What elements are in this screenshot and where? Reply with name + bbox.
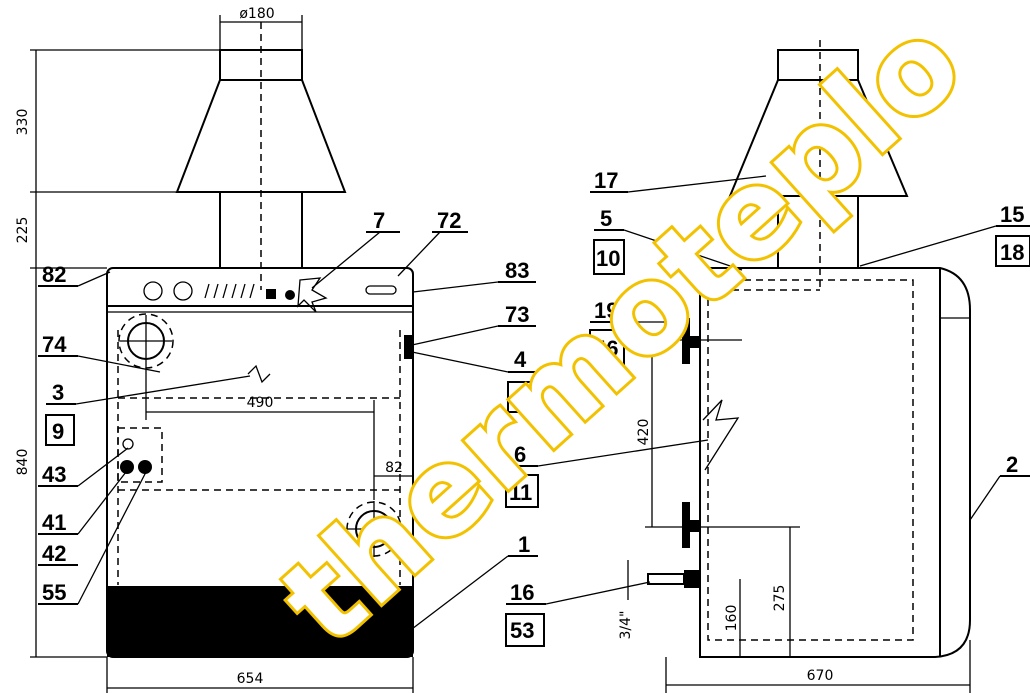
leader-15 xyxy=(859,225,997,267)
dim-height-body: 840 xyxy=(15,449,31,476)
side-view: 420 275 160 3/4" 670 17 5 10 15 18 19 46… xyxy=(505,40,1030,693)
side-inner xyxy=(707,279,914,641)
dim-flue-diameter: ø180 xyxy=(239,6,274,22)
label-46-box xyxy=(589,329,625,365)
label-42: 42 xyxy=(42,541,66,566)
leader-74 xyxy=(77,355,161,373)
dim-height-mid: 225 xyxy=(15,217,31,244)
leader-83 xyxy=(412,281,499,293)
label-9-left-box xyxy=(45,414,75,446)
label-5: 5 xyxy=(600,206,612,231)
label-3: 3 xyxy=(52,380,64,405)
connector-42 xyxy=(138,460,152,474)
leader-4 xyxy=(411,351,509,373)
label-9-right: 9 xyxy=(514,386,526,411)
label-41: 41 xyxy=(42,510,66,535)
label-7: 7 xyxy=(373,208,385,233)
label-18-box xyxy=(995,235,1030,267)
dim-offset: 82 xyxy=(385,460,403,476)
label-9-left: 9 xyxy=(52,419,64,444)
label-10: 10 xyxy=(596,246,620,271)
gas-pipe-nut xyxy=(684,570,700,588)
leader-55 xyxy=(77,471,147,605)
break-mark xyxy=(247,364,271,384)
label-53: 53 xyxy=(510,618,534,643)
side-flange-stub xyxy=(690,520,700,532)
label-53-box xyxy=(505,613,545,647)
label-1: 1 xyxy=(518,532,530,557)
label-6: 6 xyxy=(514,442,526,467)
leader-41 xyxy=(77,471,127,535)
label-11-box xyxy=(505,474,539,508)
label-83: 83 xyxy=(505,258,529,283)
side-fitting-73 xyxy=(404,335,412,359)
boiler-base xyxy=(107,586,413,657)
label-73: 73 xyxy=(505,302,529,327)
side-flange-stub xyxy=(690,336,700,348)
side-break-mark xyxy=(702,399,740,471)
leader-43 xyxy=(77,447,129,487)
side-flue-cone xyxy=(728,79,909,197)
connector-41 xyxy=(120,460,134,474)
label-74: 74 xyxy=(42,332,67,357)
front-view: 330 225 840 ø180 490 82 654 7 72 83 73 4 xyxy=(15,6,538,693)
label-82: 82 xyxy=(42,262,66,287)
label-17: 17 xyxy=(594,168,618,193)
leader-2 xyxy=(969,475,1001,521)
dim-height-275: 275 xyxy=(772,585,788,612)
gas-pipe xyxy=(647,573,685,585)
label-43: 43 xyxy=(42,462,66,487)
thermometer-dial xyxy=(143,281,163,301)
leader-16 xyxy=(545,581,651,605)
label-2: 2 xyxy=(1006,452,1018,477)
reset-button xyxy=(285,290,295,300)
dim-spacing: 490 xyxy=(247,395,274,411)
main-switch xyxy=(266,289,276,299)
leader-3 xyxy=(75,375,251,405)
connector-43 xyxy=(122,438,134,450)
leader-7 xyxy=(311,231,381,289)
dim-depth-670: 670 xyxy=(807,668,834,684)
side-flange-bottom xyxy=(682,502,690,548)
display-window xyxy=(365,285,397,295)
label-55: 55 xyxy=(42,580,66,605)
indicator-lamps xyxy=(204,283,255,299)
dim-width-654: 654 xyxy=(237,671,264,687)
label-10-box xyxy=(593,239,625,275)
leader-73 xyxy=(411,325,499,346)
side-body xyxy=(699,267,971,658)
leader-72 xyxy=(397,231,441,277)
label-4: 4 xyxy=(514,347,527,372)
leader-6 xyxy=(537,439,709,467)
leader-1 xyxy=(407,555,509,633)
dim-pipe-3-4: 3/4" xyxy=(618,611,634,640)
label-18: 18 xyxy=(1000,240,1024,265)
label-46: 46 xyxy=(594,336,618,361)
dim-height-160: 160 xyxy=(724,605,740,632)
label-15: 15 xyxy=(1000,202,1024,227)
leader-5 xyxy=(623,229,743,271)
leader-82 xyxy=(77,271,111,287)
label-16: 16 xyxy=(510,580,534,605)
label-9-box xyxy=(507,381,537,413)
thermostat-dial xyxy=(173,281,193,301)
flame-symbol xyxy=(297,277,328,313)
dim-height-top: 330 xyxy=(15,109,31,136)
watermark-logo: thermoteplo xyxy=(256,0,989,672)
label-11: 11 xyxy=(509,480,532,505)
dim-height-420: 420 xyxy=(636,419,652,446)
side-flange-top xyxy=(682,318,690,364)
leader-17 xyxy=(627,175,767,193)
flue-cone xyxy=(175,79,347,193)
label-72: 72 xyxy=(437,208,461,233)
label-19: 19 xyxy=(594,298,618,323)
